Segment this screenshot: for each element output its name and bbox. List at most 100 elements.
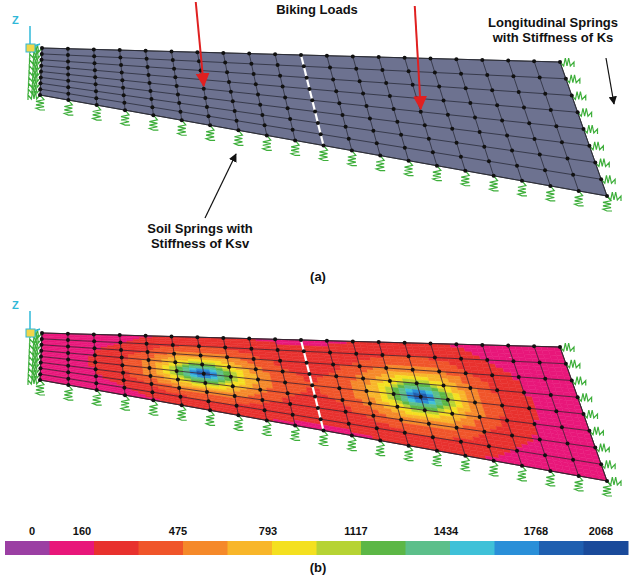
mesh-node (403, 146, 407, 150)
mesh-node (450, 127, 454, 131)
mesh-line (405, 58, 437, 166)
soil-spring (291, 425, 300, 440)
soil-spring (206, 125, 215, 140)
mesh-node (500, 118, 504, 122)
mesh-node (392, 107, 396, 111)
mesh-node (149, 97, 153, 101)
mesh-node (576, 110, 580, 114)
mesh-node (511, 74, 515, 78)
mesh-node (283, 95, 287, 99)
mesh-node (254, 82, 258, 86)
mesh-node (203, 96, 207, 100)
mesh-node (419, 110, 423, 114)
soil-spring (320, 146, 329, 161)
mesh-node (39, 70, 43, 74)
mesh-node (273, 52, 277, 56)
mesh-node (515, 164, 519, 168)
mesh-node (94, 82, 98, 86)
mesh-node (173, 75, 177, 79)
mesh-node (354, 67, 358, 71)
soil-spring (433, 166, 442, 181)
mesh-node (225, 70, 229, 74)
mesh-node (265, 133, 269, 137)
longitudinal-spring (607, 477, 621, 486)
mesh-node (95, 103, 99, 107)
mesh-node (252, 72, 256, 76)
mesh-node (180, 118, 184, 122)
soil-spring (575, 191, 584, 206)
soil-spring (575, 476, 584, 491)
mesh-node (495, 103, 499, 107)
mesh-node (319, 132, 323, 136)
mesh-node (423, 123, 427, 127)
mesh-node (492, 174, 496, 178)
mesh-node (93, 61, 97, 65)
mesh-line (42, 54, 566, 79)
mesh-node (431, 150, 435, 154)
mesh-node (150, 105, 154, 109)
soil-spring (64, 385, 73, 400)
leader-line (606, 58, 614, 104)
mesh-line (431, 59, 466, 171)
mesh-node (334, 89, 338, 93)
longitudinal-spring (566, 360, 580, 369)
mesh-node (328, 66, 332, 70)
mesh-node (66, 66, 70, 70)
mesh-node (459, 155, 463, 159)
mesh-line (534, 61, 579, 191)
mesh-node (208, 123, 212, 127)
longitudinal-spring (595, 444, 609, 453)
mesh-node (571, 173, 575, 177)
mesh-node (468, 101, 472, 105)
contour-cell (367, 345, 374, 348)
soil-spring (291, 140, 300, 155)
soil-spring (405, 161, 414, 176)
mesh-node (487, 159, 491, 163)
mesh-node (260, 113, 264, 117)
mesh-node (577, 189, 581, 193)
mesh-node (558, 60, 562, 64)
mesh-node (39, 81, 43, 85)
soil-spring (121, 395, 130, 410)
mesh-node (548, 184, 552, 188)
longitudinal-spring (584, 410, 598, 419)
soil-spring (490, 176, 499, 191)
mesh-node (435, 164, 439, 168)
mesh-node (520, 179, 524, 183)
mesh-node (442, 99, 446, 103)
mesh-node (337, 101, 341, 105)
mesh-node (236, 128, 240, 132)
longitudinal-spring (566, 75, 580, 84)
mesh-node (66, 53, 70, 57)
mesh-node (344, 125, 348, 129)
mesh-node (455, 141, 459, 145)
mesh-line (327, 56, 352, 151)
mesh-node (433, 71, 437, 75)
soil-spring (348, 151, 357, 166)
soil-spring (376, 441, 385, 456)
support-icon (26, 44, 35, 52)
mesh-node (478, 130, 482, 134)
soil-spring (93, 105, 102, 120)
mesh-node (532, 59, 536, 63)
soil-spring (64, 100, 73, 115)
mesh-node (221, 51, 225, 55)
longitudinal-spring (560, 343, 574, 352)
mesh-node (340, 113, 344, 117)
longitudinal-spring (578, 393, 592, 402)
mesh-node (40, 58, 44, 62)
load-arrow (415, 6, 421, 109)
mesh-node (361, 92, 365, 96)
mesh-node (256, 93, 260, 97)
mesh-node (281, 85, 285, 89)
mesh-node (249, 62, 253, 66)
soil-spring (178, 405, 187, 420)
mesh-node (549, 108, 553, 112)
mesh-node (350, 149, 354, 153)
mesh-line (508, 61, 550, 186)
mesh-node (94, 96, 98, 100)
mesh-node (388, 94, 392, 98)
mesh-node (560, 140, 564, 144)
mesh-node (92, 54, 96, 58)
mesh-node (94, 89, 98, 93)
